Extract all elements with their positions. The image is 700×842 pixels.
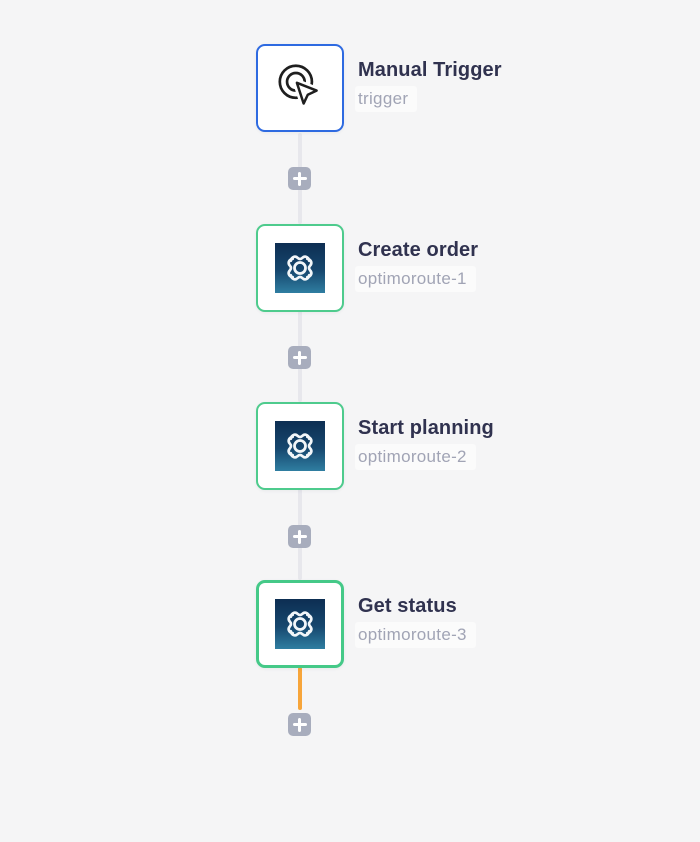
node-manual-trigger[interactable] xyxy=(256,44,344,132)
optimoroute-logo-icon xyxy=(275,243,325,293)
add-node-button[interactable] xyxy=(288,346,311,369)
node-title: Manual Trigger xyxy=(358,59,502,81)
node-subtitle: optimoroute-3 xyxy=(355,622,476,648)
plus-icon xyxy=(288,713,311,736)
connector-line-active xyxy=(298,667,302,710)
node-start-planning[interactable] xyxy=(256,402,344,490)
node-get-status[interactable] xyxy=(256,580,344,668)
add-node-button[interactable] xyxy=(288,167,311,190)
optimoroute-logo-icon xyxy=(275,599,325,649)
node-subtitle: trigger xyxy=(355,86,418,112)
add-node-button[interactable] xyxy=(288,713,311,736)
node-title: Create order xyxy=(358,239,479,261)
node-subtitle: optimoroute-1 xyxy=(355,266,476,292)
node-label: Create order optimoroute-1 xyxy=(355,237,658,292)
node-subtitle: optimoroute-2 xyxy=(355,444,476,470)
node-label: Manual Trigger trigger xyxy=(355,57,658,112)
node-title: Get status xyxy=(358,595,457,617)
cursor-click-icon xyxy=(271,59,329,117)
node-label: Get status optimoroute-3 xyxy=(355,593,658,648)
node-create-order[interactable] xyxy=(256,224,344,312)
node-label: Start planning optimoroute-2 xyxy=(355,415,658,470)
add-node-button[interactable] xyxy=(288,525,311,548)
plus-icon xyxy=(288,167,311,190)
node-title: Start planning xyxy=(358,417,494,439)
plus-icon xyxy=(288,525,311,548)
optimoroute-logo-icon xyxy=(275,421,325,471)
plus-icon xyxy=(288,346,311,369)
